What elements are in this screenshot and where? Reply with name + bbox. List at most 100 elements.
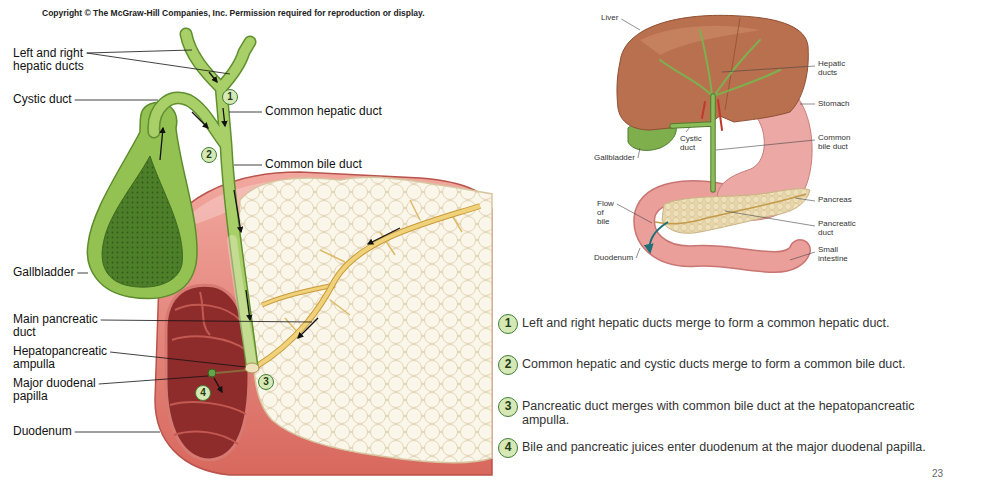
part-label: Small intestine (818, 246, 858, 264)
part-label: Hepatic ducts (818, 60, 858, 78)
bile-ducts-drawing (154, 34, 252, 366)
part-label: Common hepatic duct (265, 105, 382, 118)
flow-arrow (214, 378, 222, 392)
leader-line (621, 19, 640, 30)
leader-line (101, 320, 312, 322)
flow-arrow (650, 222, 668, 252)
callout-number: 3 (258, 374, 274, 390)
pancreas-drawing (655, 189, 810, 234)
part-label: Liver (601, 14, 618, 23)
duodenum-drawing (155, 172, 492, 475)
callout-number: 4 (195, 385, 211, 401)
part-label: Common bile duct (265, 158, 362, 171)
pancreatic-duct-drawing (254, 206, 480, 368)
flow-arrow (209, 72, 217, 82)
callout-number: 1 (222, 89, 238, 105)
leader-line (87, 50, 192, 53)
leader-line (75, 432, 160, 433)
callout-number: 1 (498, 314, 518, 334)
bile-ducts-drawing (672, 96, 713, 190)
flow-arrow (223, 108, 225, 126)
part-label: Duodenum (594, 254, 633, 263)
bile-ducts-drawing (154, 34, 252, 366)
duodenum-interior (166, 285, 249, 460)
flow-arrow (160, 72, 400, 392)
flow-arrow (160, 128, 163, 160)
duodenum-interior (200, 292, 210, 335)
gallbladder-drawing (102, 156, 182, 287)
bile-ducts-drawing (660, 30, 780, 96)
duodenum-interior (166, 285, 249, 460)
duodenum-interior (170, 402, 246, 414)
step-text: Bile and pancreatic juices enter duodenu… (522, 441, 982, 455)
callout-number: 2 (201, 147, 217, 163)
leader-line (617, 19, 815, 260)
bile-ducts-drawing (660, 30, 780, 190)
part-label: Left and right hepatic ducts (13, 47, 113, 73)
flow-arrow (192, 112, 208, 128)
pancreatic-duct-drawing (254, 200, 480, 368)
gallbladder-drawing (87, 102, 197, 298)
part-label: Gallbladder (13, 266, 74, 279)
part-label: Cystic duct (13, 93, 72, 106)
duodenum-interior (175, 305, 240, 320)
leader-line (800, 104, 815, 105)
copyright-notice: Copyright © The McGraw-Hill Companies, I… (42, 9, 425, 18)
page-number: 23 (932, 468, 943, 479)
leader-line (790, 252, 815, 260)
part-label: Stomach (818, 100, 850, 109)
part-label: Pancreatic duct (818, 220, 863, 238)
bile-ducts-drawing (154, 34, 252, 366)
leader-line (722, 66, 815, 72)
part-label: Duodenum (13, 425, 72, 438)
step-text: Common hepatic and cystic ducts merge to… (522, 358, 977, 372)
leader-line (229, 112, 262, 113)
ampulla-drawing (245, 363, 259, 373)
duodenum-interior (172, 336, 246, 350)
pancreas-drawing (655, 194, 806, 224)
callout-number: 2 (498, 355, 518, 375)
part-label: Main pancreatic duct (13, 313, 108, 339)
flow-arrow (298, 318, 318, 338)
pancreas-drawing (239, 177, 492, 462)
leader-line (110, 352, 246, 367)
bile-ducts-drawing (232, 240, 252, 366)
pancreatic-duct-drawing (254, 206, 480, 368)
duodenum-interior (174, 432, 238, 444)
leader-line (725, 211, 815, 226)
gallbladder-drawing (87, 102, 197, 298)
bile-ducts-drawing (702, 100, 722, 130)
part-label: Hepatopancreatic ampulla (13, 345, 118, 371)
flow-arrow (650, 222, 668, 252)
step-text: Pancreatic duct merges with common bile … (522, 400, 962, 428)
duodenum-drawing (155, 172, 492, 475)
leader-line (234, 165, 262, 166)
part-label: Common bile duct (818, 134, 863, 152)
leader-line (77, 273, 88, 274)
flow-arrow (368, 228, 400, 244)
leader-line (75, 100, 158, 101)
part-label: Major duodenal papilla (13, 377, 113, 403)
duodenum-interior (208, 369, 216, 377)
leader-line (638, 148, 640, 158)
part-label: Pancreas (818, 196, 852, 205)
leader-line (686, 127, 690, 132)
leader-line (99, 376, 208, 384)
pancreas-drawing (239, 177, 492, 462)
step-text: Left and right hepatic ducts merge to fo… (522, 317, 977, 331)
part-label: Cystic duct (680, 135, 710, 153)
part-label: Gallbladder (594, 154, 635, 163)
leader-line (636, 248, 640, 258)
flow-arrow (234, 190, 241, 232)
bile-ducts-drawing (672, 96, 713, 190)
leader-line (617, 204, 652, 223)
callout-number: 4 (498, 438, 518, 458)
leader-line (716, 140, 815, 150)
part-label: Flow of bile (597, 200, 616, 226)
callout-number: 3 (498, 397, 518, 417)
leader-line (795, 198, 815, 201)
flow-arrow (246, 290, 250, 320)
ampulla-drawing (216, 370, 248, 373)
leader-line (87, 53, 230, 74)
